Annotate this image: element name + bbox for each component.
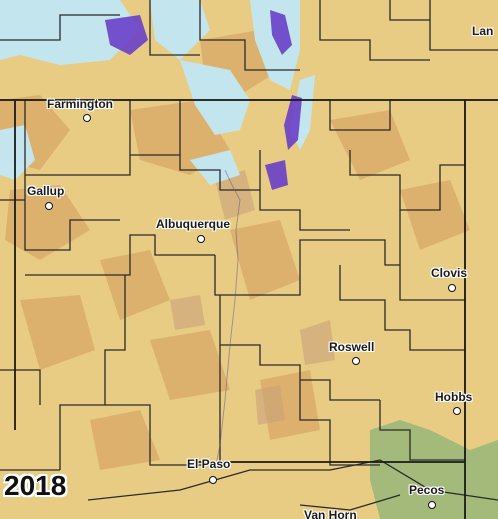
city-marker-gallup <box>45 202 53 210</box>
snow-cover-deep <box>105 10 302 190</box>
river <box>214 169 241 471</box>
city-label-roswell: Roswell <box>329 340 375 354</box>
city-marker-roswell <box>352 357 360 365</box>
city-marker-pecos <box>428 501 436 509</box>
city-label-van-horn: Van Horn <box>304 508 357 519</box>
city-label-lan: Lan <box>472 24 494 38</box>
city-label-farmington: Farmington <box>47 97 113 111</box>
mountain-highlights <box>170 170 335 425</box>
city-marker-el-paso <box>209 476 217 484</box>
city-marker-hobbs <box>453 407 461 415</box>
city-label-gallup: Gallup <box>27 184 65 198</box>
city-label-albuquerque: Albuquerque <box>156 217 230 231</box>
state-boundaries <box>0 99 498 519</box>
city-marker-farmington <box>83 114 91 122</box>
city-label-pecos: Pecos <box>409 483 445 497</box>
city-label-clovis: Clovis <box>431 266 468 280</box>
city-label-el-paso: El Paso <box>187 457 231 471</box>
city-label-hobbs: Hobbs <box>435 390 473 404</box>
city-marker-clovis <box>448 284 456 292</box>
snow-cover-light <box>0 0 315 185</box>
lowland-green <box>370 420 498 519</box>
year-label: 2018 <box>4 470 67 501</box>
city-marker-albuquerque <box>197 235 205 243</box>
